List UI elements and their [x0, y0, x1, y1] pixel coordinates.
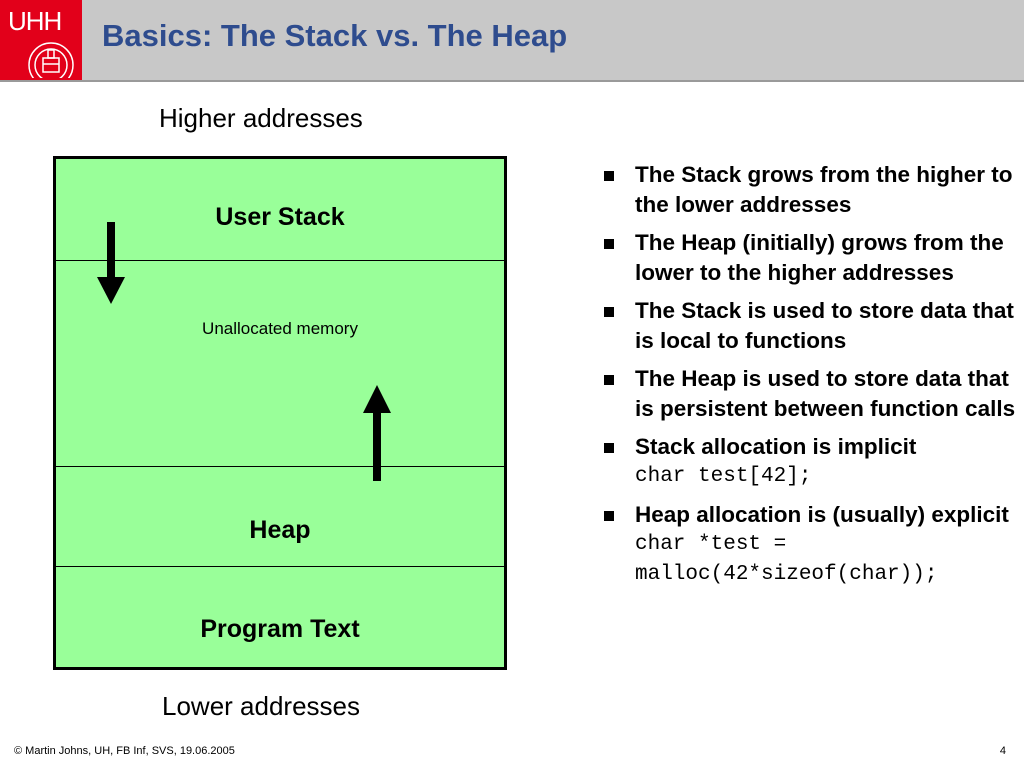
square-bullet-icon — [604, 307, 614, 317]
higher-addresses-label: Higher addresses — [159, 103, 363, 133]
university-logo: UHH — [0, 0, 82, 80]
page-number: 4 — [999, 745, 1006, 757]
footer-copyright: © Martin Johns, UH, FB Inf, SVS, 19.06.2… — [14, 745, 235, 757]
header-bar: UHH Basics: The Stack vs. The Heap — [0, 0, 1024, 82]
program-text-segment: Program Text — [56, 567, 504, 667]
heap-label: Heap — [249, 516, 311, 544]
heap-segment: Heap — [56, 467, 504, 567]
bullet-item: The Heap is used to store data that is p… — [604, 364, 1019, 424]
lower-addresses-label: Lower addresses — [162, 691, 360, 721]
arrow-up-icon — [363, 385, 391, 481]
bullet-text: The Stack is used to store data that is … — [635, 298, 1014, 353]
code-snippet: char test[42]; — [635, 465, 812, 488]
bullet-text: Stack allocation is implicit — [635, 434, 917, 459]
seal-icon — [28, 42, 74, 78]
bullet-item: Heap allocation is (usually) explicit ch… — [604, 500, 1019, 590]
bullet-item: The Stack is used to store data that is … — [604, 296, 1019, 356]
bullet-text: Heap allocation is (usually) explicit — [635, 502, 1009, 527]
memory-layout-diagram: User Stack Unallocated memory Heap Progr… — [53, 156, 507, 670]
page-title: Basics: The Stack vs. The Heap — [102, 18, 568, 53]
square-bullet-icon — [604, 171, 614, 181]
bullet-item: The Stack grows from the higher to the l… — [604, 160, 1019, 220]
bullet-text: The Stack grows from the higher to the l… — [635, 162, 1013, 217]
bullet-item: Stack allocation is implicit char test[4… — [604, 432, 1019, 492]
square-bullet-icon — [604, 239, 614, 249]
square-bullet-icon — [604, 511, 614, 521]
unallocated-memory-label: Unallocated memory — [202, 319, 358, 338]
bullet-text: The Heap is used to store data that is p… — [635, 366, 1016, 421]
user-stack-label: User Stack — [215, 203, 345, 231]
bullet-list: The Stack grows from the higher to the l… — [604, 160, 1019, 598]
logo-text: UHH — [8, 6, 62, 36]
unallocated-memory-segment: Unallocated memory — [56, 261, 504, 467]
code-snippet: char *test = malloc(42*sizeof(char)); — [635, 533, 938, 586]
program-text-label: Program Text — [200, 615, 360, 643]
square-bullet-icon — [604, 443, 614, 453]
user-stack-segment: User Stack — [56, 159, 504, 304]
bullet-text: The Heap (initially) grows from the lowe… — [635, 230, 1004, 285]
square-bullet-icon — [604, 375, 614, 385]
bullet-item: The Heap (initially) grows from the lowe… — [604, 228, 1019, 288]
arrow-down-icon — [97, 222, 125, 304]
